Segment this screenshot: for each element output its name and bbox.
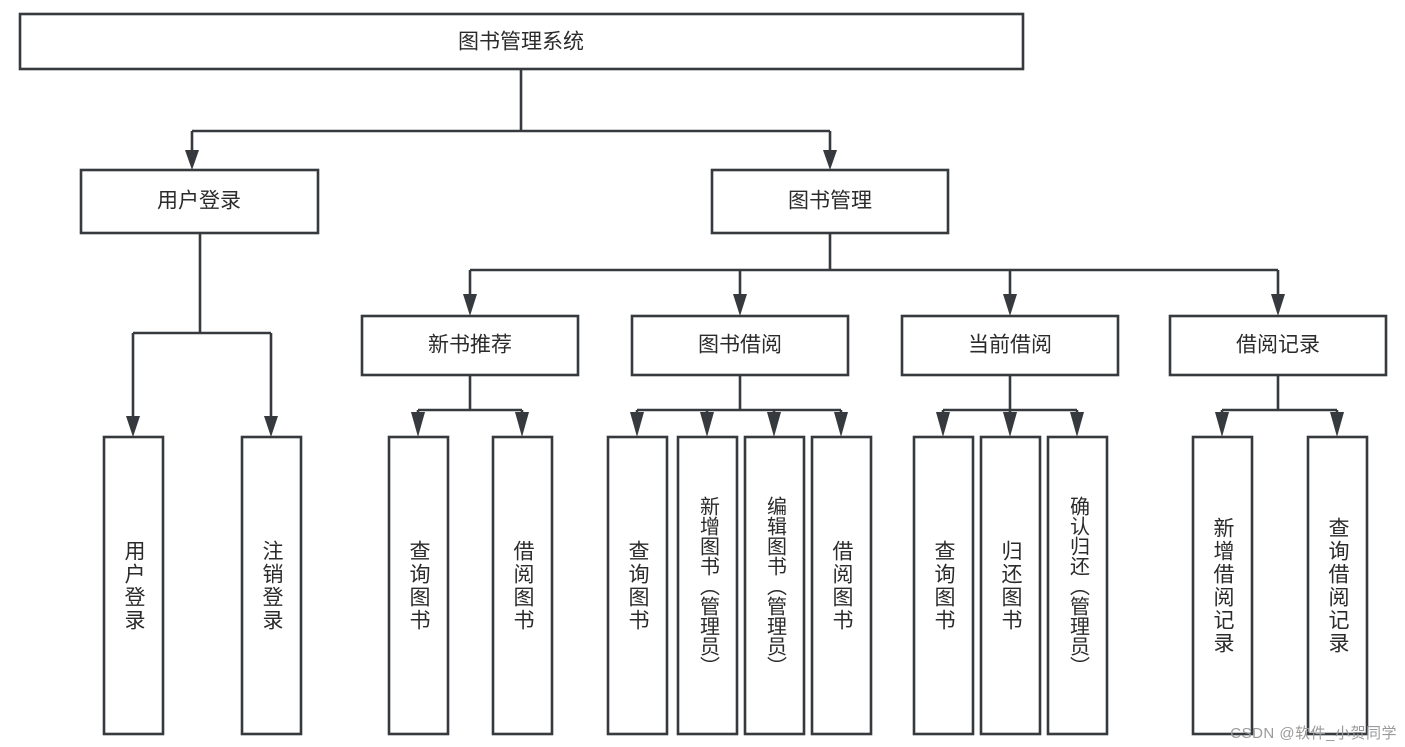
arrowhead-book-borrow xyxy=(733,294,747,316)
node-book-borrow[interactable]: 图书借阅 xyxy=(630,314,850,377)
arrowhead-current-borrow xyxy=(1003,294,1017,316)
arrowhead-leaf-confirm-return xyxy=(1070,412,1084,437)
arrowhead-leaf-query-book-3 xyxy=(936,412,950,437)
node-user-login-rect[interactable] xyxy=(79,168,320,235)
node-book-manage-label: 图书管理 xyxy=(788,190,872,213)
node-leaf-return-book-rect[interactable] xyxy=(979,435,1042,736)
node-leaf-query-book-2-rect[interactable] xyxy=(606,435,669,736)
node-current-borrow-rect[interactable] xyxy=(900,314,1120,377)
arrowhead-leaf-user-login xyxy=(126,416,140,437)
arrowhead-leaf-borrow-book-1 xyxy=(515,412,529,437)
connector-group-new-book-rec xyxy=(411,376,529,437)
connector-group-root xyxy=(185,69,837,170)
node-user-login[interactable]: 用户登录 xyxy=(79,168,320,235)
node-leaf-query-book-1-rect[interactable] xyxy=(387,435,450,736)
node-leaf-add-book-rect[interactable] xyxy=(676,435,739,736)
arrowhead-leaf-add-record xyxy=(1215,412,1229,437)
connector-group-user-login xyxy=(126,233,278,437)
node-book-borrow-rect[interactable] xyxy=(630,314,850,377)
node-root-rect[interactable] xyxy=(18,12,1025,71)
node-current-borrow-label: 当前借阅 xyxy=(968,334,1052,357)
node-leaf-user-login-rect[interactable] xyxy=(102,435,165,736)
node-leaf-borrow-book-2-rect[interactable] xyxy=(810,435,873,736)
node-user-login-label: 用户登录 xyxy=(157,190,241,213)
arrowhead-user-login xyxy=(185,150,199,170)
node-leaf-query-book-3-rect[interactable] xyxy=(912,435,975,736)
node-root-label: 图书管理系统 xyxy=(458,31,584,54)
connector-group-book-manage xyxy=(463,233,1285,316)
node-book-manage[interactable]: 图书管理 xyxy=(710,168,950,235)
node-borrow-record-rect[interactable] xyxy=(1168,314,1388,377)
connector-group-current-borrow xyxy=(936,376,1084,437)
node-leaf-borrow-book-1-rect[interactable] xyxy=(491,435,554,736)
arrowhead-leaf-query-record xyxy=(1330,412,1344,437)
node-borrow-record[interactable]: 借阅记录 xyxy=(1168,314,1388,377)
arrowhead-book-manage xyxy=(823,150,837,170)
node-book-manage-rect[interactable] xyxy=(710,168,950,235)
node-current-borrow[interactable]: 当前借阅 xyxy=(900,314,1120,377)
arrowhead-leaf-borrow-book-2 xyxy=(834,412,848,437)
node-leaf-edit-book-rect[interactable] xyxy=(743,435,806,736)
node-book-borrow-label: 图书借阅 xyxy=(698,334,782,357)
node-root[interactable]: 图书管理系统 xyxy=(18,12,1025,71)
node-leaf-confirm-return-rect[interactable] xyxy=(1046,435,1109,736)
node-new-book-rec-label: 新书推荐 xyxy=(428,334,512,357)
arrowhead-leaf-return-book xyxy=(1003,412,1017,437)
connector-group-book-borrow xyxy=(630,376,848,437)
arrowhead-leaf-logout-login xyxy=(264,416,278,437)
arrowhead-leaf-query-book-1 xyxy=(411,412,425,437)
node-leaf-logout-login-rect[interactable] xyxy=(240,435,303,736)
node-new-book-rec-rect[interactable] xyxy=(360,314,580,377)
arrowhead-new-book-rec xyxy=(463,294,477,316)
node-new-book-rec[interactable]: 新书推荐 xyxy=(360,314,580,377)
node-leaf-add-record-rect[interactable] xyxy=(1191,435,1254,736)
arrowhead-leaf-add-book xyxy=(700,412,714,437)
node-borrow-record-label: 借阅记录 xyxy=(1236,334,1320,357)
connector-group-borrow-record xyxy=(1215,376,1344,437)
arrowhead-leaf-edit-book xyxy=(767,412,781,437)
node-leaf-query-record-rect[interactable] xyxy=(1306,435,1369,736)
arrowhead-borrow-record xyxy=(1271,294,1285,316)
arrowhead-leaf-query-book-2 xyxy=(630,412,644,437)
